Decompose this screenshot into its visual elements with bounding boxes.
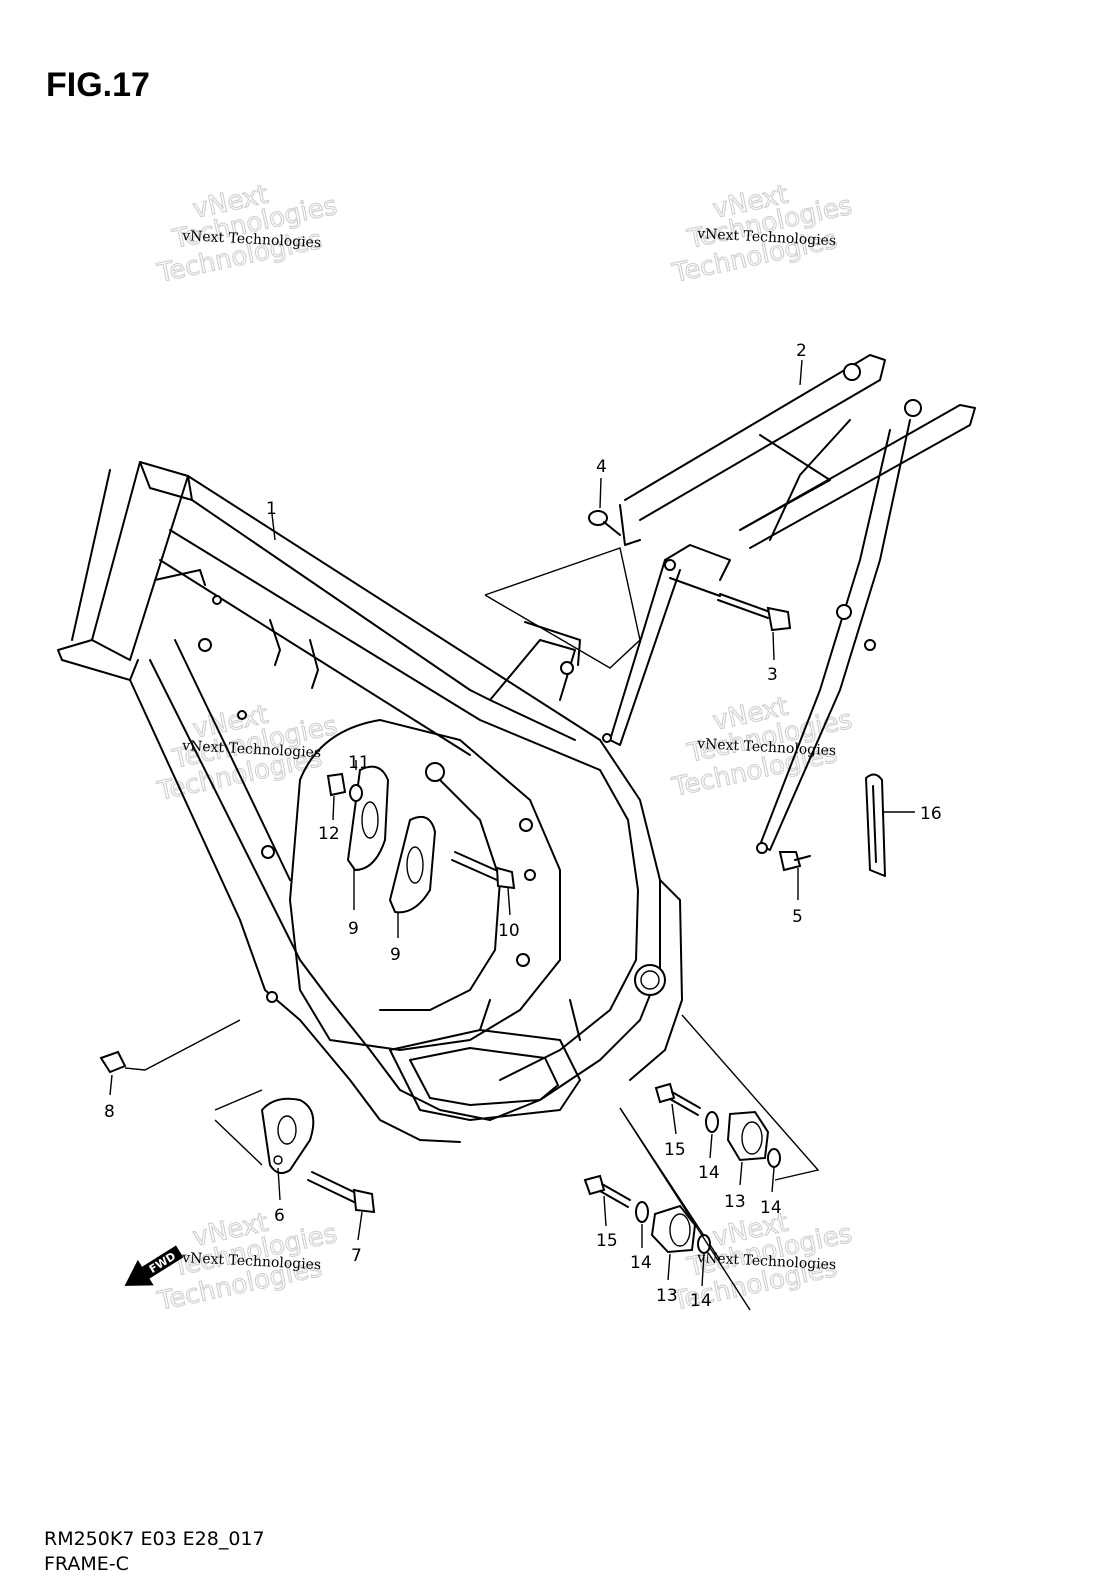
- part-6-bracket: [214, 1089, 315, 1175]
- diagram-code: RM250K7 E03 E28_017: [44, 1528, 265, 1550]
- callout-14-lower-right: 14: [690, 1291, 712, 1311]
- callout-1: 1: [266, 499, 277, 519]
- seat-rail: [484, 354, 976, 854]
- svg-text:vNext Technologies: vNext Technologies: [696, 736, 837, 759]
- callout-12: 12: [318, 824, 340, 844]
- svg-text:vNext Technologies: vNext Technologies: [181, 738, 322, 761]
- diagram-name: FRAME-C: [44, 1553, 129, 1575]
- callout-4: 4: [596, 457, 607, 477]
- callout-11: 11: [348, 753, 370, 773]
- svg-text:vNext Technologies: vNext Technologies: [696, 226, 837, 249]
- lower-rollers: [583, 1107, 751, 1311]
- part-11-washer: [349, 784, 363, 802]
- part-7-bolt: [307, 1171, 376, 1214]
- callout-14-lower-left: 14: [630, 1253, 652, 1273]
- watermark-top-right: vNext Technologies Technologies vNext Te…: [669, 179, 856, 289]
- callout-14-upper-right: 14: [760, 1198, 782, 1218]
- leader-lines: [109, 359, 915, 1287]
- main-frame: [57, 461, 683, 1143]
- part-10-bolt: [451, 851, 516, 890]
- callout-8: 8: [104, 1102, 115, 1122]
- callout-15-lower: 15: [596, 1231, 618, 1251]
- callout-16: 16: [920, 804, 942, 824]
- part-5-bolt: [778, 851, 811, 872]
- watermark-top-left: vNext Technologies Technologies vNext Te…: [154, 179, 341, 289]
- callout-5: 5: [792, 907, 803, 927]
- svg-text:vNext Technologies: vNext Technologies: [181, 1250, 322, 1273]
- callout-15-upper: 15: [664, 1140, 686, 1160]
- part-12-nut: [326, 772, 347, 797]
- part-16-clip: [865, 773, 886, 877]
- callout-6: 6: [274, 1206, 285, 1226]
- callout-9-left: 9: [348, 919, 359, 939]
- callout-14-upper-left: 14: [698, 1163, 720, 1183]
- callout-13-lower: 13: [656, 1286, 678, 1306]
- svg-text:vNext Technologies: vNext Technologies: [696, 1250, 837, 1273]
- callout-9-right: 9: [390, 945, 401, 965]
- callout-2: 2: [796, 341, 807, 361]
- part-8-nut: [99, 1019, 241, 1074]
- watermark-bottom-left: vNext Technologies Technologies vNext Te…: [154, 1207, 341, 1317]
- part-4-nut: [588, 510, 621, 536]
- callout-7: 7: [351, 1246, 362, 1266]
- part-3-bolt: [669, 577, 792, 632]
- callout-3: 3: [767, 665, 778, 685]
- callout-numbers: 1 2 3 4 5 6 7 8 9 9 10 11 12 13 13 14 14…: [104, 341, 942, 1311]
- watermark-mid-right: vNext Technologies Technologies vNext Te…: [669, 691, 856, 803]
- svg-text:vNext Technologies: vNext Technologies: [181, 228, 322, 251]
- callout-10: 10: [498, 921, 520, 941]
- figure-title: FIG.17: [46, 66, 150, 104]
- callout-13-upper: 13: [724, 1192, 746, 1212]
